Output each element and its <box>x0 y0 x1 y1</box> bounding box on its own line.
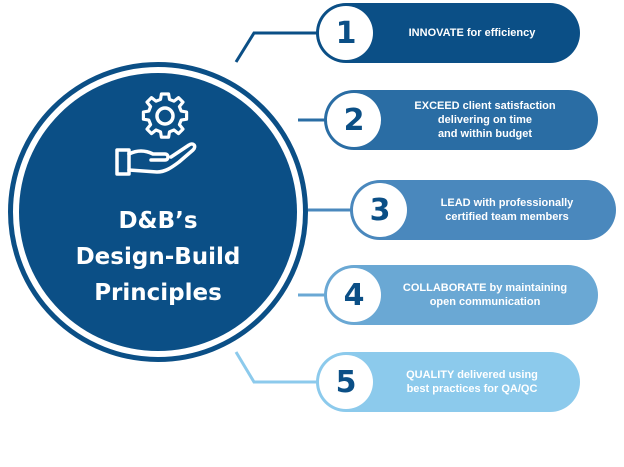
principle-3: 3 LEAD with professionally certified tea… <box>350 180 616 240</box>
principle-4-number: 4 <box>327 268 381 322</box>
principle-1-line-1: INNOVATE for efficiency <box>408 27 536 39</box>
connector-1 <box>234 31 318 63</box>
principle-3-line-1: LEAD with professionally <box>440 197 574 209</box>
principle-2-line-2: delivering on time <box>437 114 533 126</box>
hand-icon <box>115 142 197 176</box>
connector-5 <box>234 351 318 384</box>
principle-1-text: INNOVATE for efficiency <box>378 3 566 63</box>
principle-2: 2 EXCEED client satisfaction delivering … <box>324 90 598 150</box>
principle-4-line-1: COLLABORATE by maintaining <box>402 282 568 294</box>
principle-2-text: EXCEED client satisfaction delivering on… <box>386 90 584 150</box>
hub-title: D&B’s Design-Build Principles <box>19 203 297 311</box>
principle-1: 1 INNOVATE for efficiency <box>316 3 580 63</box>
principle-3-line-2: certified team members <box>445 211 569 223</box>
principle-1-number: 1 <box>319 6 373 60</box>
principle-4-line-2: open communication <box>429 296 541 308</box>
principle-5-number: 5 <box>319 355 373 409</box>
principle-2-number: 2 <box>327 93 381 147</box>
principle-2-line-1: EXCEED client satisfaction <box>414 100 556 112</box>
principle-5-text: QUALITY delivered using best practices f… <box>378 352 566 412</box>
gear-hand-icon <box>115 92 197 176</box>
hub-title-line-1: D&B’s <box>118 208 198 234</box>
principle-3-number: 3 <box>353 183 407 237</box>
principle-4-text: COLLABORATE by maintaining open communic… <box>386 265 584 325</box>
principle-4: 4 COLLABORATE by maintaining open commun… <box>324 265 598 325</box>
hub-title-line-3: Principles <box>94 280 222 306</box>
hub-title-line-2: Design-Build <box>75 244 241 270</box>
principle-2-line-3: and within budget <box>437 128 533 140</box>
principle-5: 5 QUALITY delivered using best practices… <box>316 352 580 412</box>
principle-3-text: LEAD with professionally certified team … <box>412 180 602 240</box>
gear-icon <box>141 92 189 139</box>
principle-5-line-1: QUALITY delivered using <box>406 369 538 381</box>
principle-5-line-2: best practices for QA/QC <box>406 383 538 395</box>
